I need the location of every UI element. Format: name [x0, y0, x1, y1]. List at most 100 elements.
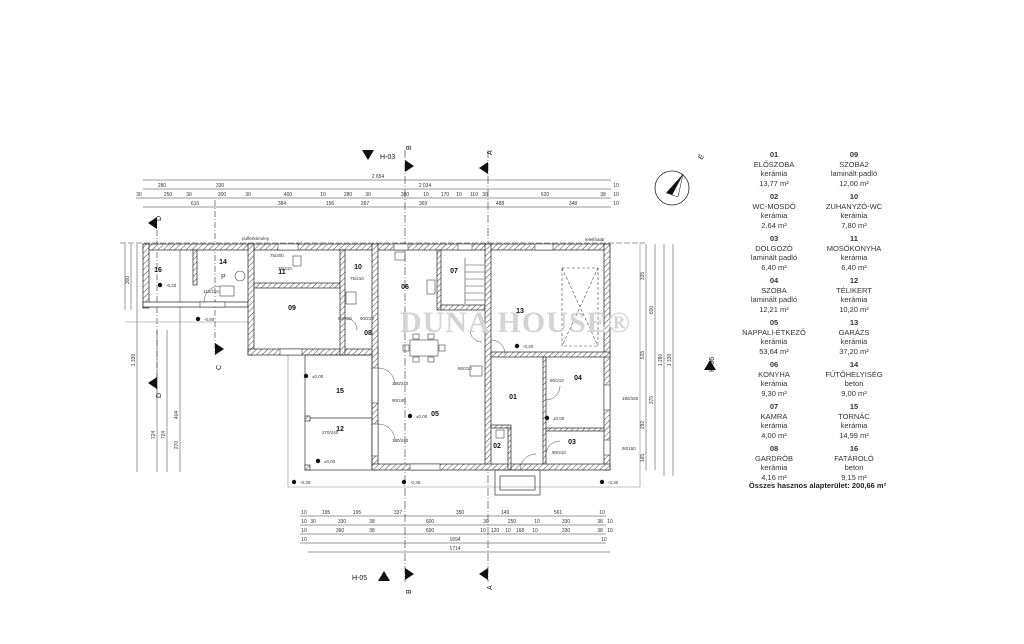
dimension-label: 2 654 [372, 174, 385, 180]
legend-floor: kerámia [840, 421, 868, 430]
legend-area: 4,00 m² [761, 430, 787, 440]
furniture [219, 251, 599, 439]
level-marker-icon [544, 415, 550, 421]
dimension-label: 165 [640, 454, 646, 463]
level-label: ±0,00 [416, 414, 428, 419]
legend-num: 14 [849, 360, 859, 369]
dimension-label: 10 [534, 519, 540, 525]
dimension-lines [124, 179, 674, 553]
door-size-label: 180/150 [622, 396, 639, 401]
room-number-06: 06 [401, 284, 409, 291]
legend-area: 10,20 m² [839, 304, 869, 314]
section-d-bottom-label: D [156, 393, 163, 398]
dimension-label: 400 [284, 192, 293, 198]
room-number-03: 03 [568, 439, 576, 446]
door-size-label: 75/210 [350, 276, 364, 281]
legend-name: GARDRÓB [755, 453, 793, 463]
section-b-top-label: B [406, 145, 413, 150]
legend-num: 09 [849, 150, 859, 159]
legend-area: 7,80 m² [841, 220, 867, 230]
watermark-logo: DUNA HOUSE® [400, 306, 631, 339]
dimension-label: 350 [456, 510, 465, 516]
porch-outline [304, 354, 541, 496]
door-size-label: 75/210 [278, 266, 292, 271]
dimension-label: 38 [600, 192, 606, 198]
legend-area: 14,99 m² [839, 430, 869, 440]
dimension-label: 10 [505, 528, 511, 534]
total-area: Összes hasznos alapterület: 200,66 m² [748, 481, 887, 490]
level-label: -0,80 [204, 317, 215, 322]
dimension-label: 292 [640, 421, 646, 430]
dimension-label: 10 [423, 192, 429, 198]
section-a-top-label: A [487, 150, 494, 155]
level-label: -0,30 [300, 480, 311, 485]
legend-name: KONYHA [758, 369, 790, 379]
legend-num: 05 [769, 318, 779, 327]
dimension-label: 330 [562, 528, 571, 534]
room-number-09: 09 [288, 305, 296, 312]
level-marker-icon [599, 479, 605, 485]
legend-floor: kerámia [760, 169, 788, 178]
dimension-label: 620 [541, 192, 550, 198]
section-d-top-label: D [156, 216, 163, 221]
dimension-label: 384 [278, 201, 287, 207]
door-size-label: 270/240 [322, 430, 339, 435]
section-h05-label: H-05 [352, 575, 367, 582]
dimension-label: 337 [394, 510, 403, 516]
dimension-label: 10 [613, 201, 619, 207]
level-marker-icon [303, 373, 309, 379]
legend-num: 13 [849, 318, 859, 327]
legend-num: 03 [769, 234, 779, 243]
legend-num: 07 [769, 402, 779, 411]
level-label: ±0,00 [324, 459, 336, 464]
dimension-label: 120 [491, 528, 500, 534]
dimension-label: 195 [322, 510, 331, 516]
room-number-14: 14 [219, 259, 227, 266]
legend-num: 12 [849, 276, 859, 285]
dimension-label: 300 [125, 276, 131, 285]
dimension-label: 724 [151, 431, 157, 440]
dimension-label: 1 280 [658, 354, 664, 367]
door-size-label: 90/210 [552, 450, 566, 455]
legend-num: 06 [769, 360, 779, 369]
dimension-label: 1694 [449, 537, 460, 543]
windows [199, 243, 611, 471]
legend-num: 04 [769, 276, 779, 285]
level-label: -0,20 [166, 283, 177, 288]
dimension-label: 280 [158, 183, 167, 189]
legend-name: SZOBA2 [839, 159, 869, 169]
dimension-label: 10 [301, 510, 307, 516]
legend-name: KAMRA [760, 411, 788, 421]
dimension-label: 561 [554, 510, 563, 516]
legend-num: 10 [849, 192, 859, 201]
room-number-07: 07 [450, 268, 458, 275]
level-marker-icon [514, 343, 520, 349]
dimension-label: 267 [361, 201, 370, 207]
room-number-16: 16 [154, 267, 162, 274]
door-size-label: 110/210 [203, 289, 219, 294]
room-number-01: 01 [509, 394, 517, 401]
legend-floor: kerámia [840, 295, 868, 304]
dimension-label: 10 [599, 510, 605, 516]
dimension-label: 10 [532, 528, 538, 534]
level-label: -0,20 [523, 344, 534, 349]
dimension-label: 110 [470, 192, 478, 198]
dimension-label: 280 [344, 192, 353, 198]
dimension-label: 10 [601, 537, 607, 543]
legend-floor: kerámia [760, 379, 788, 388]
dimension-label: 30 [186, 192, 192, 198]
legend-name: MOSÓKONYHA [826, 243, 882, 253]
legend-num: 11 [850, 234, 858, 243]
section-h03-label: H-03 [380, 154, 395, 161]
legend-area: 9,30 m² [761, 388, 787, 398]
legend-area: 6,40 m² [841, 262, 867, 272]
dimension-label: 38 [597, 528, 603, 534]
